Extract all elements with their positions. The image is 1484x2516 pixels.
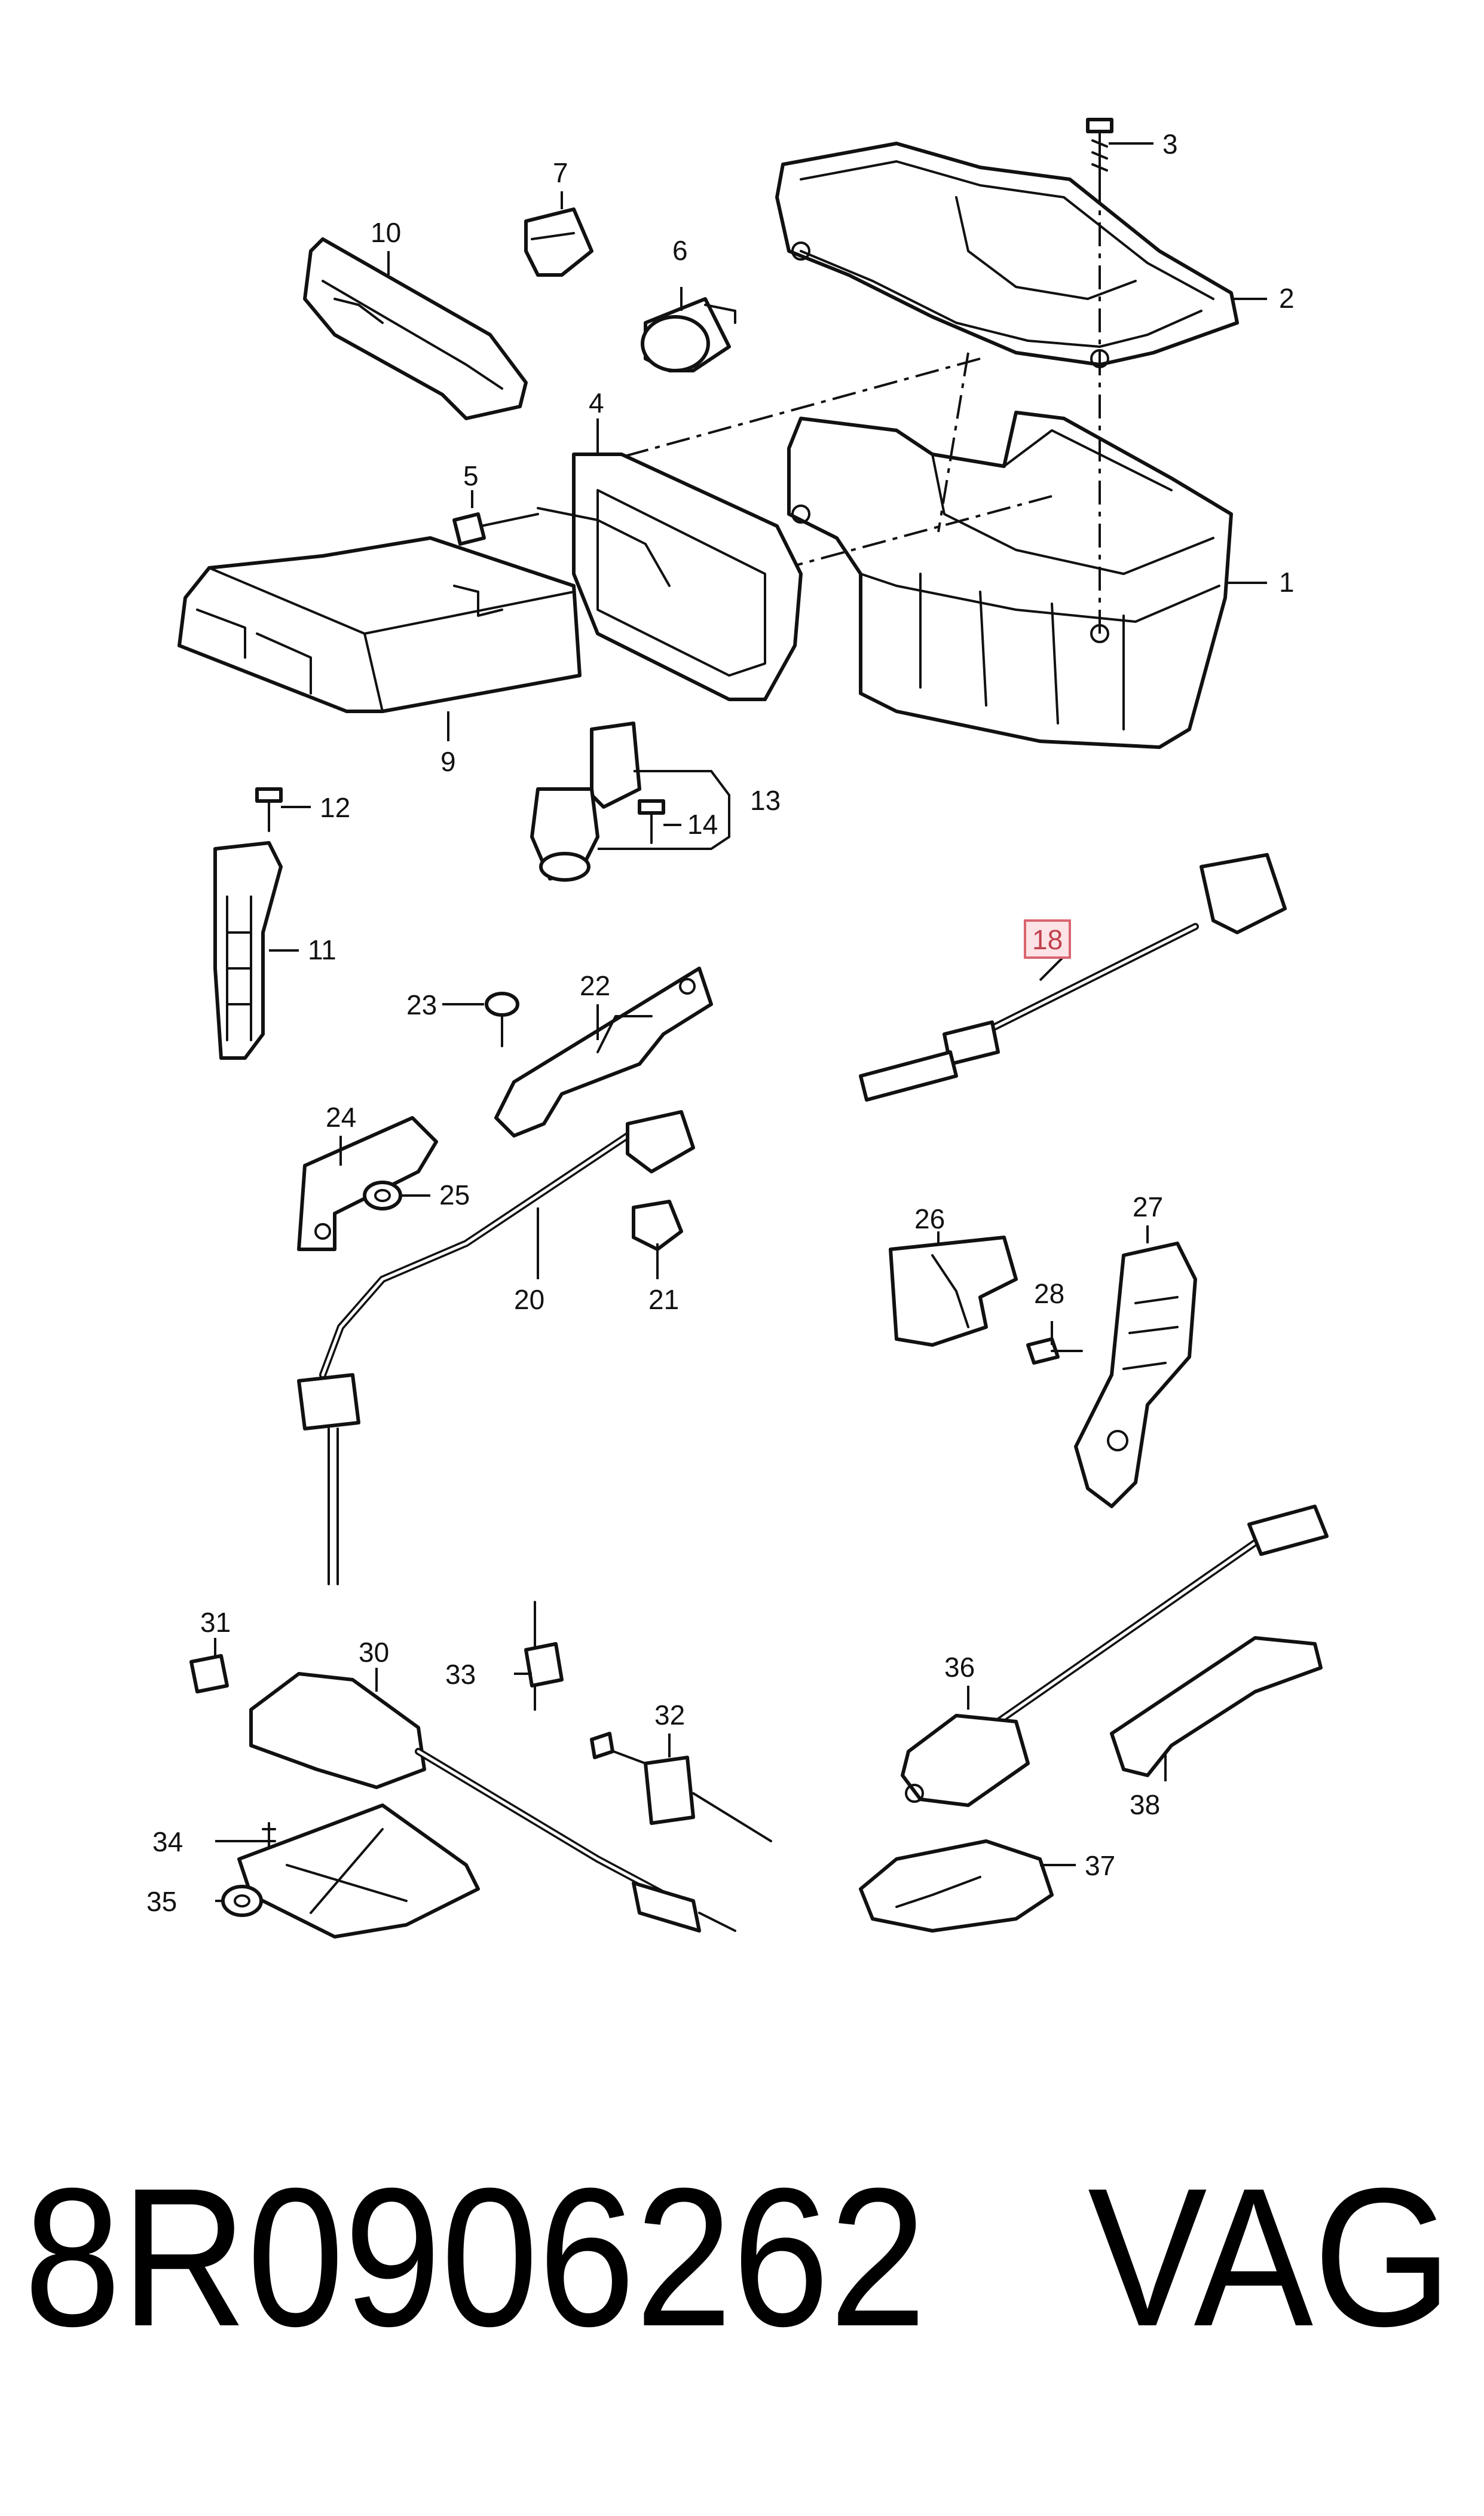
part-24-clip bbox=[297, 1116, 438, 1251]
callout-25: 25 bbox=[439, 1179, 470, 1210]
callout-21: 21 bbox=[648, 1284, 679, 1315]
footer: 8R0906262 VAG bbox=[0, 2128, 1484, 2391]
part-18-lambda-probe bbox=[859, 853, 1287, 1102]
brand-label: VAG bbox=[1088, 2147, 1452, 2367]
part-30-nox-sensor bbox=[249, 1672, 736, 1933]
part-7-clip bbox=[524, 207, 593, 277]
part-4-ecu-bracket bbox=[537, 453, 803, 701]
callout-31: 31 bbox=[200, 1607, 231, 1638]
callout-14: 14 bbox=[687, 809, 718, 840]
callout-1: 1 bbox=[1279, 567, 1295, 598]
callout-37: 37 bbox=[1085, 1850, 1115, 1881]
part-12-screw bbox=[255, 787, 283, 832]
part-5-screw bbox=[452, 512, 539, 546]
part-13-sensor bbox=[530, 722, 641, 882]
part-35-nut bbox=[221, 1885, 263, 1917]
callout-27: 27 bbox=[1133, 1191, 1163, 1222]
callout-18-highlight: 18 bbox=[1024, 919, 1071, 959]
part-37-holder bbox=[859, 1839, 1054, 1933]
callout-32: 32 bbox=[654, 1699, 685, 1731]
part-9-ecu bbox=[178, 536, 582, 713]
footer-svg: 8R0906262 VAG bbox=[24, 2147, 1452, 2367]
part-2-box-cover bbox=[775, 142, 1239, 368]
callout-30: 30 bbox=[359, 1637, 389, 1668]
part-3-screw bbox=[1086, 118, 1113, 181]
callout-38: 38 bbox=[1130, 1789, 1160, 1820]
part-21-clip bbox=[632, 1200, 683, 1251]
callout-7: 7 bbox=[553, 157, 568, 188]
assembly-line-a bbox=[937, 352, 969, 533]
callout-22: 22 bbox=[580, 970, 610, 1001]
callout-4: 4 bbox=[589, 387, 604, 418]
part-10-bracket bbox=[303, 237, 528, 420]
callout-6: 6 bbox=[672, 235, 688, 266]
callout-33: 33 bbox=[445, 1659, 476, 1690]
part-11-sensor-holder bbox=[213, 841, 283, 1060]
part-31-nut bbox=[189, 1654, 229, 1693]
callout-35: 35 bbox=[146, 1886, 177, 1917]
callout-11: 11 bbox=[308, 934, 336, 965]
callout-24: 24 bbox=[326, 1102, 356, 1133]
callout-18: 18 bbox=[1032, 924, 1063, 955]
part-23-screw bbox=[485, 992, 519, 1047]
assembly-line-c bbox=[609, 357, 981, 461]
callout-28: 28 bbox=[1034, 1278, 1064, 1309]
callout-5: 5 bbox=[463, 460, 479, 491]
part-28-screw bbox=[1026, 1337, 1083, 1365]
callout-23: 23 bbox=[406, 989, 437, 1020]
callout-36: 36 bbox=[944, 1652, 975, 1683]
callout-13: 13 bbox=[750, 785, 781, 816]
callout-9: 9 bbox=[440, 746, 456, 777]
callout-34: 34 bbox=[152, 1826, 183, 1857]
part-36-sensor-module bbox=[901, 1505, 1329, 1807]
callout-labels: 1 2 3 4 5 6 7 9 10 11 12 13 14 20 21 22 … bbox=[146, 129, 1295, 1917]
callout-3: 3 bbox=[1162, 129, 1178, 160]
part-33-clip bbox=[524, 1601, 564, 1711]
callout-2: 2 bbox=[1279, 283, 1295, 314]
callout-12: 12 bbox=[320, 792, 350, 823]
part-34-bolt bbox=[262, 1822, 276, 1866]
part-20-temp-sensor bbox=[297, 1110, 695, 1585]
part-22-bracket bbox=[494, 967, 713, 1138]
part-38-bracket bbox=[1110, 1636, 1323, 1777]
part-14-screw bbox=[638, 799, 665, 844]
part-30-base-plate bbox=[237, 1803, 480, 1939]
part-27-bracket bbox=[1074, 1242, 1197, 1508]
part-26-pressure-sensor bbox=[889, 1236, 1018, 1347]
part-1-box-housing bbox=[787, 411, 1233, 749]
part-32-connector bbox=[590, 1732, 772, 1842]
part-6-relay bbox=[641, 297, 736, 372]
leader-lines bbox=[214, 142, 1267, 1902]
part-25-nut bbox=[363, 1181, 402, 1210]
callout-10: 10 bbox=[371, 217, 401, 248]
callout-26: 26 bbox=[914, 1203, 945, 1234]
part-number: 8R0906262 bbox=[24, 2147, 926, 2367]
callout-20: 20 bbox=[514, 1284, 544, 1315]
